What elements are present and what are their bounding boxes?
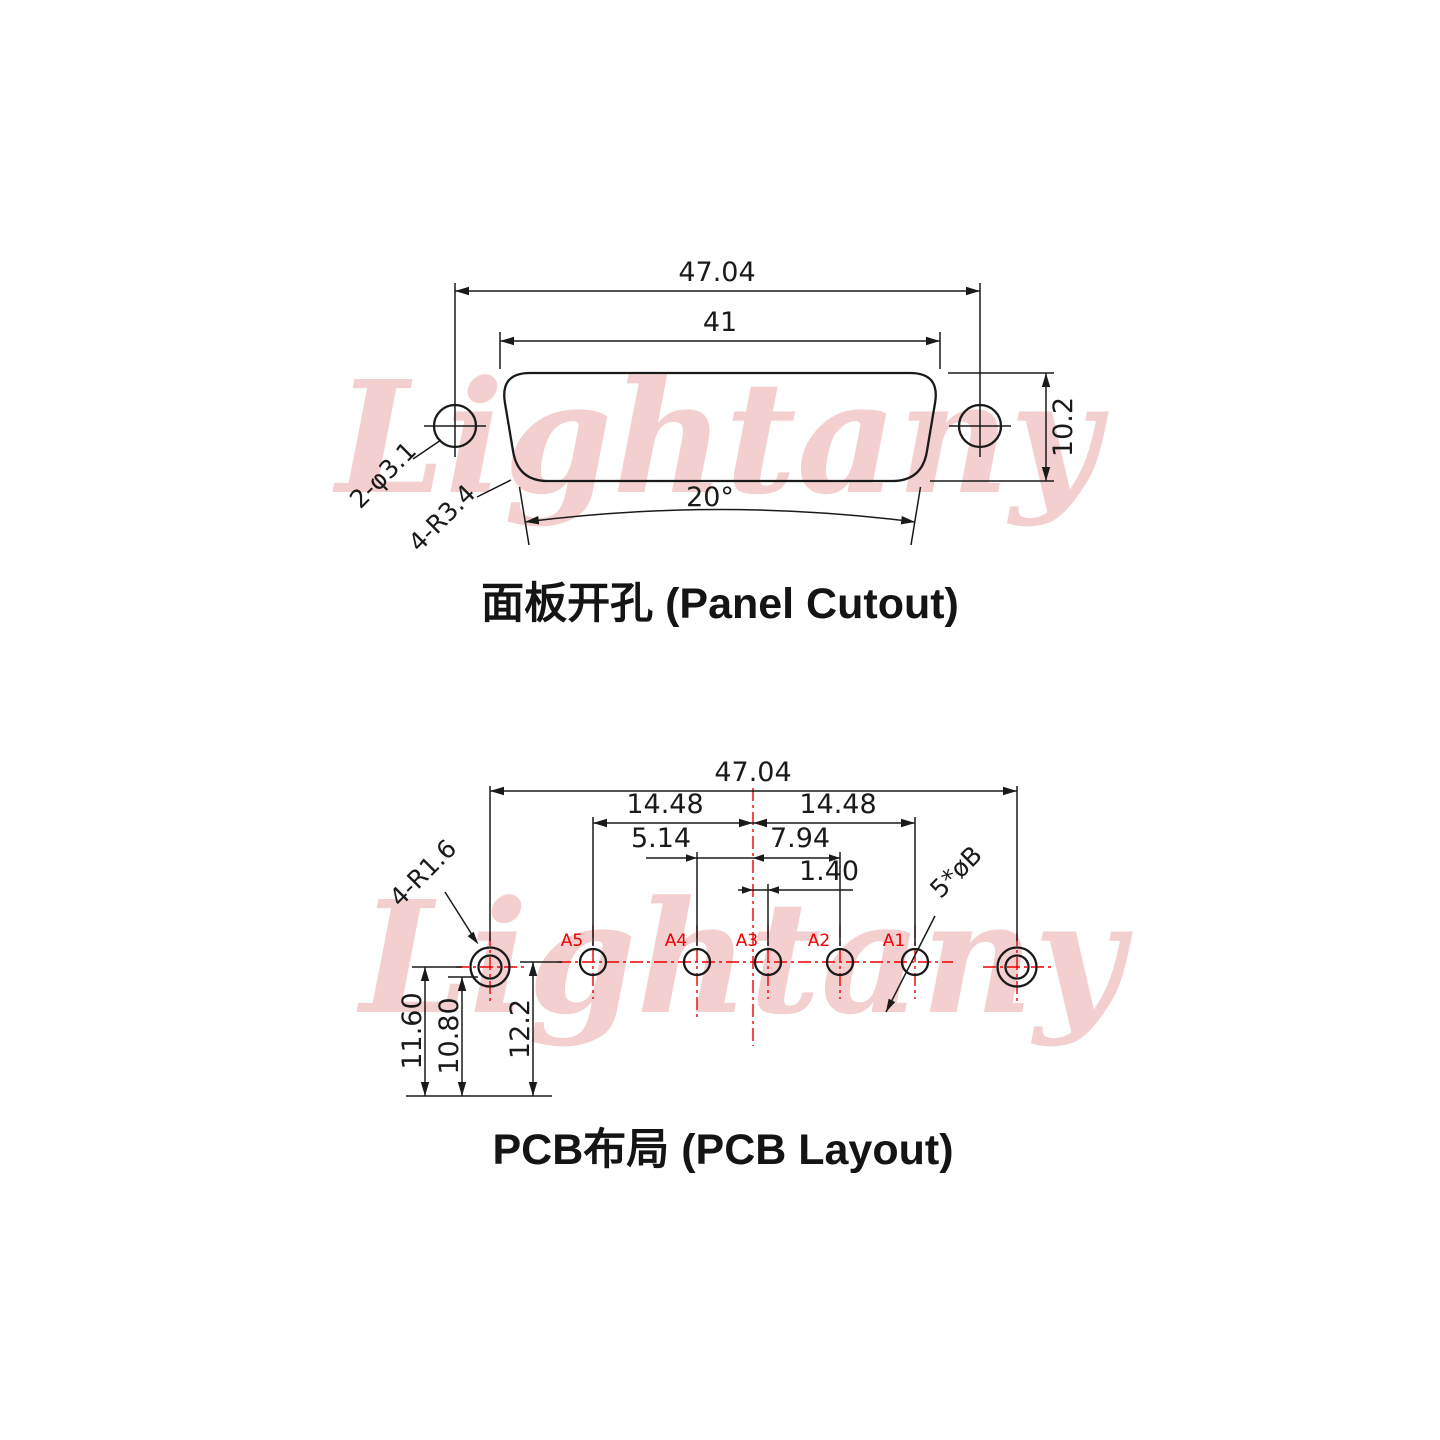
- panel-dimension-lines: [455, 286, 1051, 525]
- pin-hole-a2: [825, 947, 855, 977]
- pin-hole-a3: [753, 947, 783, 977]
- dim-panel-angle: 20°: [686, 482, 734, 513]
- pin-hole-a1: [900, 947, 930, 977]
- pin-label-a5: A5: [561, 931, 583, 951]
- panel-cutout-outline: [503, 371, 937, 483]
- panel-extension-lines: [424, 283, 1054, 546]
- pcb-dimension-arrowheads: [686, 854, 840, 894]
- pin-label-a2: A2: [808, 931, 830, 951]
- pin-label-a4: A4: [665, 931, 687, 951]
- dim-pcb-a2-offset: 7.94: [770, 823, 830, 854]
- dim-pcb-v-inner: 12.2: [505, 999, 536, 1059]
- pin-label-a1: A1: [883, 931, 905, 951]
- dim-panel-height: 10.2: [1048, 397, 1079, 457]
- pcb-mount-pad-right: [996, 946, 1038, 988]
- dim-pcb-right-half: 14.48: [799, 789, 876, 820]
- dim-pcb-v-mid: 10.80: [434, 997, 465, 1074]
- dim-pcb-a4-offset: 5.14: [631, 823, 691, 854]
- pcb-dimension-lines: [420, 786, 1017, 1096]
- dim-panel-overall-width: 47.04: [678, 257, 755, 288]
- pin-label-a3: A3: [736, 931, 758, 951]
- dim-pcb-a3-offset: 1.40: [799, 856, 859, 887]
- panel-mount-hole-right: [957, 403, 1003, 449]
- pin-hole-a5: [578, 947, 608, 977]
- pcb-extension-lines: [406, 786, 1018, 1097]
- panel-cutout-drawing: Lightany: [332, 257, 1109, 628]
- pcb-layout-title: PCB布局 (PCB Layout): [492, 1126, 953, 1174]
- pcb-mount-hole-left: [477, 954, 503, 980]
- panel-leader-lines: [412, 439, 512, 498]
- pcb-layout-drawing: Lightany A5 A4: [356, 757, 1133, 1174]
- pcb-leader-lines: [444, 891, 936, 1013]
- dim-pcb-overall-width: 47.04: [714, 757, 791, 788]
- pcb-mount-hole-right: [1004, 954, 1030, 980]
- panel-cutout-title: 面板开孔 (Panel Cutout): [481, 580, 959, 628]
- pcb-mount-pad-left: [469, 946, 511, 988]
- dim-pcb-v-outer: 11.60: [397, 992, 428, 1069]
- panel-mount-hole-left: [432, 403, 478, 449]
- pin-hole-a4: [682, 947, 712, 977]
- dim-pcb-left-half: 14.48: [626, 789, 703, 820]
- dim-panel-inner-width: 41: [703, 307, 737, 338]
- pcb-pads: [469, 946, 1038, 988]
